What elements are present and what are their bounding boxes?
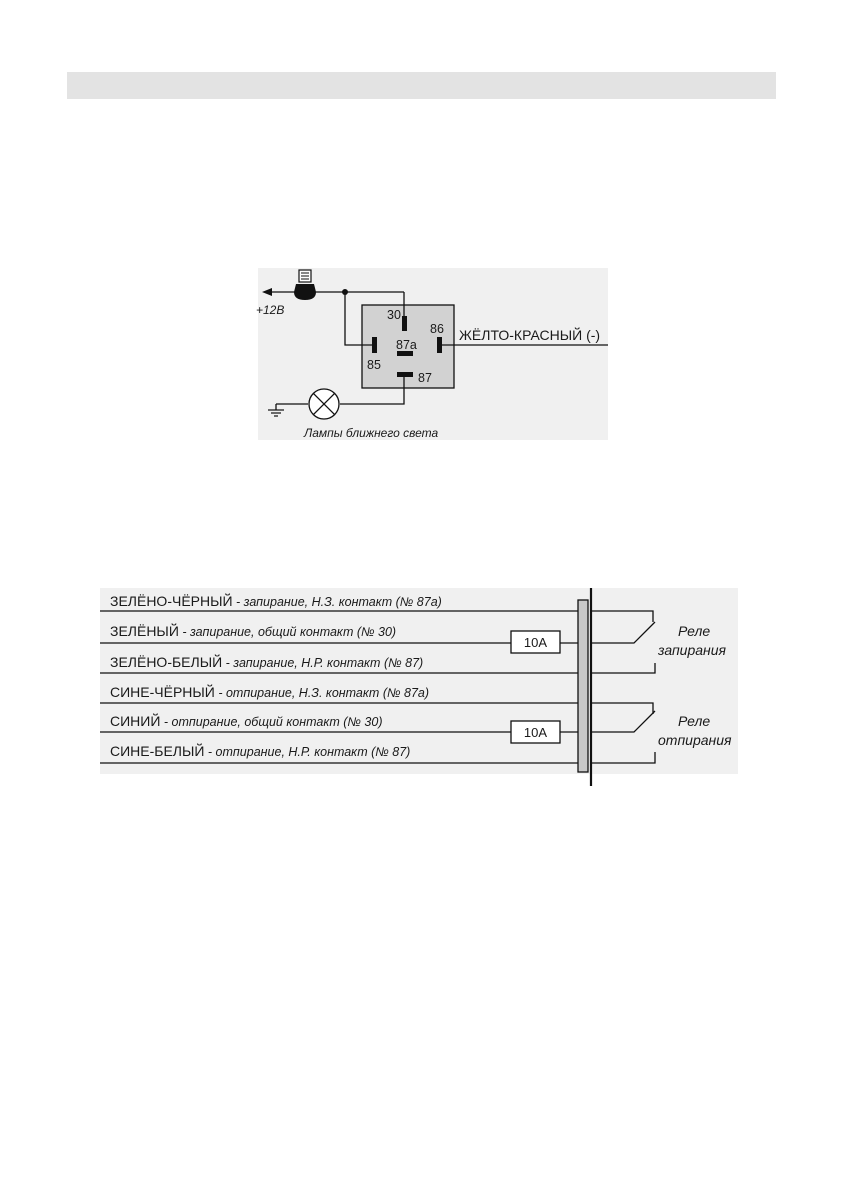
header-bar <box>67 72 776 99</box>
control-wire-label: ЖЁЛТО-КРАСНЫЙ (-) <box>459 326 600 343</box>
connector-block <box>577 599 589 773</box>
relay-unlock-label-1: Реле <box>678 713 710 729</box>
relay-lock-label-2: запирания <box>657 642 727 658</box>
fuse-unlock-box <box>510 720 561 744</box>
pin-85-label: 85 <box>367 358 381 372</box>
relay-contacts <box>591 610 656 764</box>
pin-86-contact <box>437 337 442 353</box>
ground-icon <box>268 409 284 417</box>
wire-label-3: ЗЕЛЁНО-БЕЛЫЙ - запирание, Н.Р. контакт (… <box>110 653 423 670</box>
wire-label-6: СИНЕ-БЕЛЫЙ - отпирание, Н.Р. контакт (№ … <box>110 742 410 759</box>
pin-87a-contact <box>397 351 413 356</box>
pin-85-contact <box>372 337 377 353</box>
pin-87a-label: 87a <box>396 338 417 352</box>
pin-87-contact <box>397 372 413 377</box>
fuse-lock-box <box>510 630 561 654</box>
fuse-unlock-label: 10А <box>524 725 547 740</box>
fuse-icon <box>294 269 316 300</box>
central-lock-diagram: 10А 10А Реле запирания Реле отпирания ЗЕ… <box>100 588 738 786</box>
supply-label: +12В <box>256 303 284 317</box>
supply-arrow-icon <box>262 288 272 296</box>
relay-unlock-label-2: отпирания <box>658 732 732 748</box>
wire-label-5: СИНИЙ - отпирание, общий контакт (№ 30) <box>110 712 382 729</box>
pin-30-contact <box>402 316 407 331</box>
fuse-lock-label: 10А <box>524 635 547 650</box>
wire-label-2: ЗЕЛЁНЫЙ - запирание, общий контакт (№ 30… <box>110 622 396 639</box>
pin-87-label: 87 <box>418 371 432 385</box>
lamp-icon <box>308 388 340 420</box>
lock-diagram-background <box>100 588 738 774</box>
relay-diagram: +12В 30 86 87a 85 87 ЖЁЛТО-КРАСНЫЙ (-) Л… <box>256 268 608 440</box>
lock-wires <box>100 610 578 764</box>
pin-86-label: 86 <box>430 322 444 336</box>
wire-label-4: СИНЕ-ЧЁРНЫЙ - отпирание, Н.З. контакт (№… <box>110 683 429 700</box>
lamp-label: Лампы ближнего света <box>303 426 439 440</box>
pin-30-label: 30 <box>387 308 401 322</box>
relay-lock-label-1: Реле <box>678 623 710 639</box>
relay-pins <box>372 316 442 377</box>
relay-wires <box>275 292 608 410</box>
wire-label-1: ЗЕЛЁНО-ЧЁРНЫЙ - запирание, Н.З. контакт … <box>110 592 442 609</box>
